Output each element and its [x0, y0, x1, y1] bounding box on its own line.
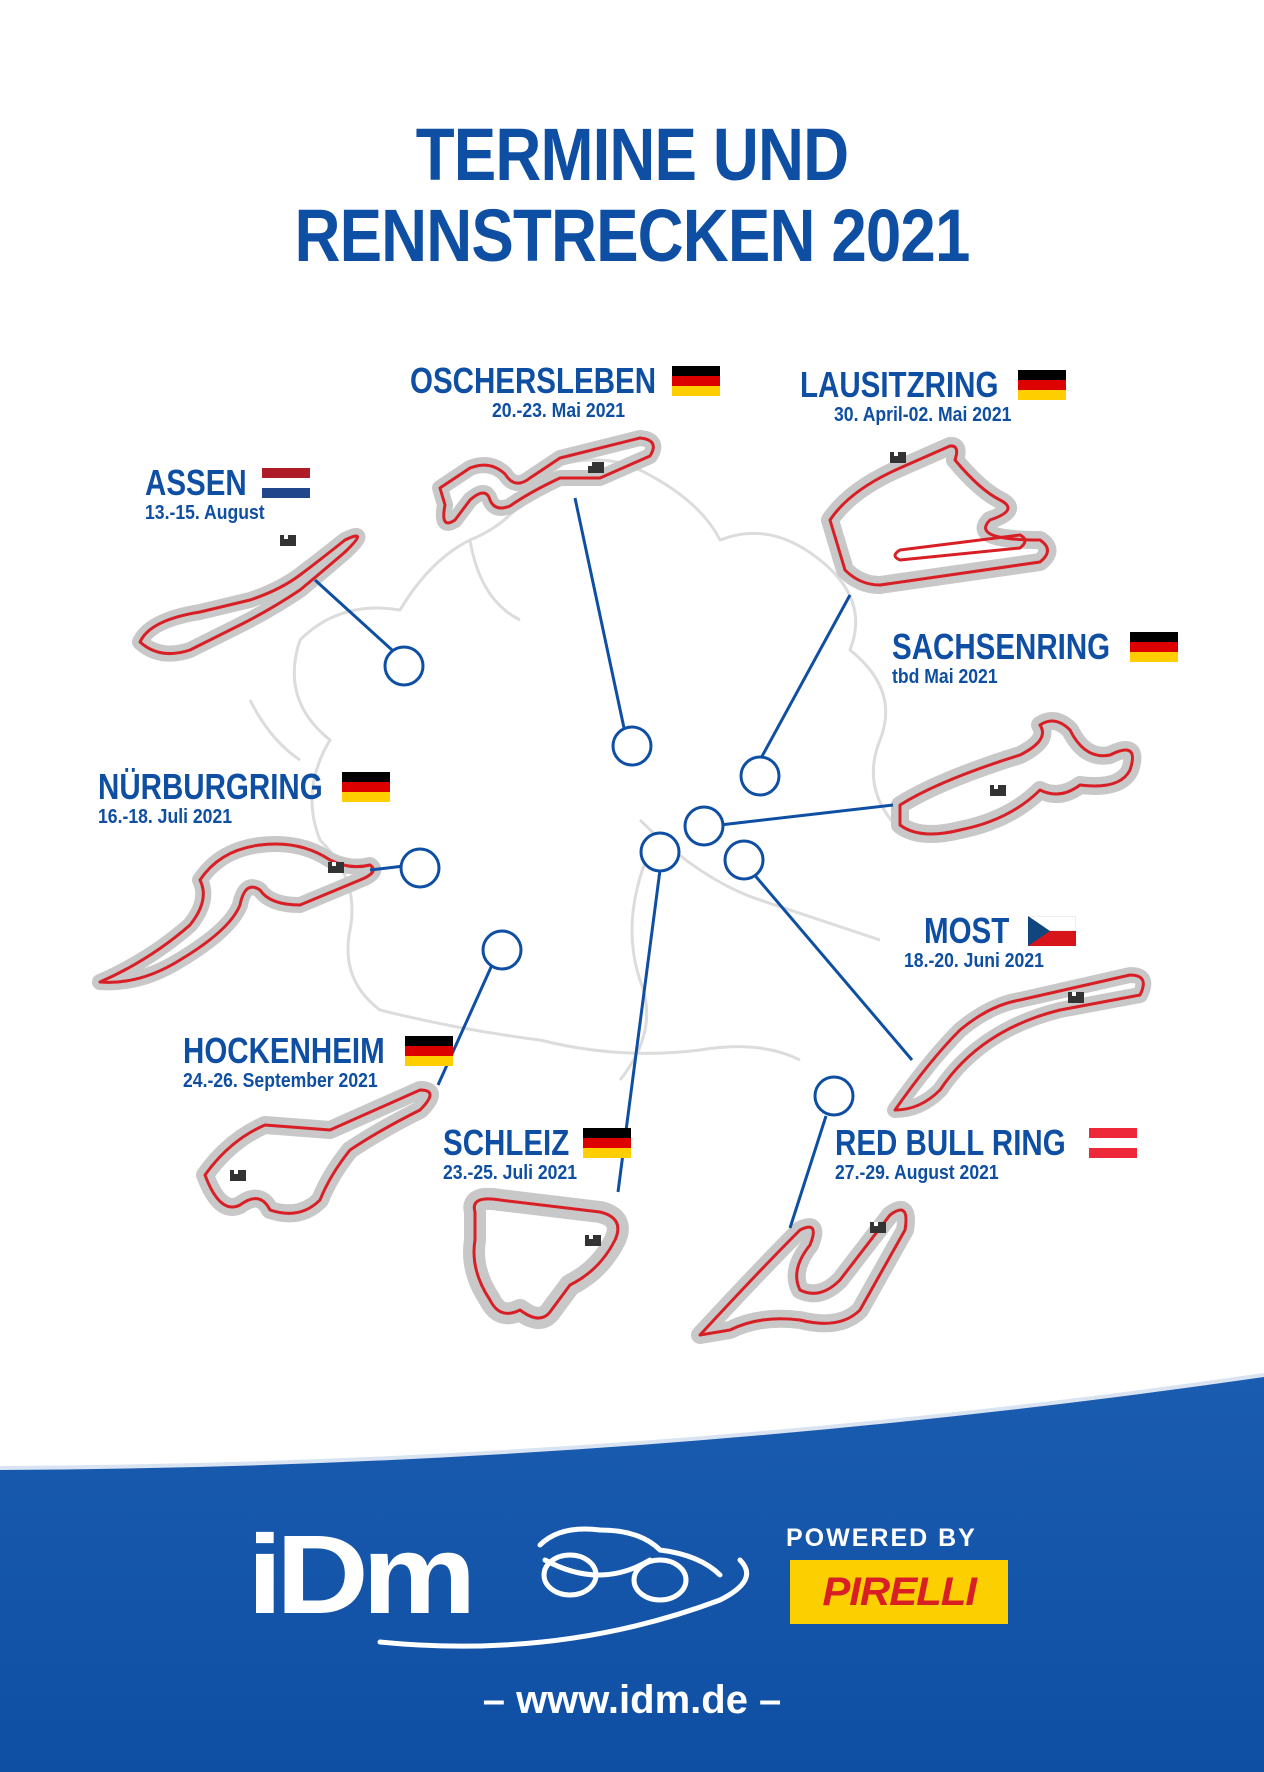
- germany-flag-icon: [405, 1036, 453, 1066]
- germany-flag-icon: [342, 772, 390, 802]
- venue-date: 24.-26. September 2021: [183, 1070, 378, 1092]
- venue-hockenheim: HOCKENHEIM 24.-26. September 2021: [183, 1030, 453, 1092]
- footer-band: [0, 1375, 1264, 1772]
- venue-sachsenring: SACHSENRING tbd Mai 2021: [892, 626, 1178, 688]
- idm-logo: iDm: [247, 1512, 477, 1637]
- venue-oschersleben: OSCHERSLEBEN 20.-23. Mai 2021: [410, 360, 720, 422]
- track-hockenheim: [196, 1081, 439, 1223]
- idm-logo-swoosh: [377, 1526, 750, 1649]
- venue-name: HOCKENHEIM: [183, 1030, 385, 1071]
- track-assen: [132, 528, 366, 662]
- track-lausitzring: [821, 436, 1057, 594]
- track-most: [887, 967, 1152, 1118]
- venue-name: ASSEN: [145, 462, 247, 503]
- venue-most: MOST 18.-20. Juni 2021: [904, 910, 1077, 972]
- venue-name: LAUSITZRING: [800, 364, 999, 405]
- venue-assen: ASSEN 13.-15. August: [145, 462, 310, 524]
- pirelli-logo-text: PIRELLI: [822, 1569, 977, 1614]
- connectors: [313, 497, 914, 1229]
- track-nurburgring: [92, 836, 382, 991]
- germany-flag-icon: [1130, 632, 1178, 662]
- netherlands-flag-icon: [262, 468, 310, 498]
- venue-date: 18.-20. Juni 2021: [904, 950, 1044, 972]
- venue-lausitzring: LAUSITZRING 30. April-02. Mai 2021: [800, 364, 1066, 426]
- track-oschersleben: [432, 430, 662, 531]
- venue-name: MOST: [924, 910, 1010, 951]
- headline-line-2: RENNSTRECKEN 2021: [294, 194, 970, 277]
- venue-date: 30. April-02. Mai 2021: [834, 404, 1012, 426]
- germany-flag-icon: [583, 1128, 631, 1158]
- pirelli-logo: PIRELLI: [790, 1560, 1008, 1624]
- germany-flag-icon: [672, 366, 720, 396]
- checkered-flags: [230, 452, 1084, 1246]
- austria-flag-icon: [1089, 1128, 1137, 1158]
- venue-name: SACHSENRING: [892, 626, 1111, 667]
- venue-date: tbd Mai 2021: [892, 666, 998, 688]
- website-link[interactable]: – www.idm.de –: [482, 1678, 782, 1722]
- venue-date: 16.-18. Juli 2021: [98, 806, 233, 828]
- venue-date: 20.-23. Mai 2021: [492, 400, 626, 422]
- track-sachsenring: [891, 712, 1142, 843]
- venue-nurburgring: NÜRBURGRING 16.-18. Juli 2021: [98, 766, 390, 828]
- track-schleiz: [463, 1187, 629, 1329]
- venue-date: 27.-29. August 2021: [835, 1162, 999, 1184]
- powered-by-label: POWERED BY: [786, 1524, 977, 1552]
- venue-name: OSCHERSLEBEN: [410, 360, 657, 401]
- venue-name: NÜRBURGRING: [98, 766, 323, 807]
- germany-flag-icon: [1018, 370, 1066, 400]
- venue-name: SCHLEIZ: [443, 1122, 570, 1163]
- venue-name: RED BULL RING: [835, 1122, 1066, 1163]
- track-red-bull-ring: [691, 1201, 915, 1344]
- venue-date: 13.-15. August: [145, 502, 265, 524]
- headline-line-1: TERMINE UND: [415, 113, 849, 196]
- czech-flag-icon: [1027, 915, 1077, 946]
- venue-red-bull-ring: RED BULL RING 27.-29. August 2021: [835, 1122, 1137, 1184]
- venue-schleiz: SCHLEIZ 23.-25. Juli 2021: [443, 1122, 631, 1184]
- venue-date: 23.-25. Juli 2021: [443, 1162, 578, 1184]
